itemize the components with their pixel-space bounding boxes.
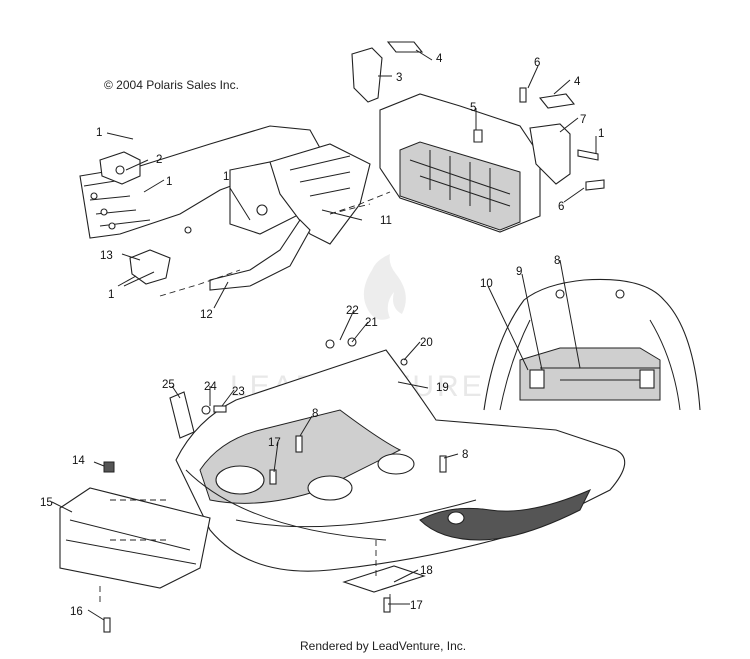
callout-2: 2 — [156, 154, 162, 166]
leader-lines — [51, 49, 597, 621]
callout-14: 14 — [72, 455, 85, 467]
hood-assembly — [59, 349, 626, 606]
callout-8: 8 — [462, 449, 468, 461]
callout-15: 15 — [40, 497, 53, 509]
callout-12: 12 — [200, 309, 213, 321]
callout-6: 6 — [558, 201, 564, 213]
callout-4: 4 — [574, 76, 581, 88]
callout-18: 18 — [420, 565, 433, 577]
callout-23: 23 — [232, 386, 245, 398]
callout-6: 6 — [534, 57, 540, 69]
callout-1: 1 — [166, 176, 172, 188]
copyright-text: © 2004 Polaris Sales Inc. — [104, 78, 239, 92]
callout-1: 1 — [96, 127, 102, 139]
callout-4: 4 — [436, 53, 443, 65]
callout-11: 11 — [380, 215, 392, 227]
callout-17: 17 — [410, 600, 423, 612]
rear-inset-view — [483, 278, 701, 411]
callout-3: 3 — [396, 72, 402, 84]
callout-labels: 1 2 1 1 11 13 1 12 3 4 6 4 5 7 1 6 10 9 … — [40, 53, 604, 618]
callout-9: 9 — [516, 266, 522, 278]
callout-24: 24 — [204, 381, 217, 393]
callout-1: 1 — [598, 128, 604, 140]
callout-25: 25 — [162, 379, 175, 391]
callout-8: 8 — [312, 408, 318, 420]
callout-19: 19 — [436, 382, 449, 394]
footer-credit: Rendered by LeadVenture, Inc. — [300, 639, 467, 653]
callout-5: 5 — [470, 102, 476, 114]
hardware — [103, 337, 447, 633]
lower-panel — [342, 540, 426, 614]
front-bracket-assembly — [79, 125, 371, 297]
callout-10: 10 — [480, 278, 493, 290]
callout-1: 1 — [223, 171, 229, 183]
callout-17: 17 — [268, 437, 281, 449]
callout-20: 20 — [420, 337, 433, 349]
callout-1: 1 — [108, 289, 114, 301]
callout-7: 7 — [580, 114, 586, 126]
callout-13: 13 — [100, 250, 113, 262]
callout-16: 16 — [70, 606, 83, 618]
callout-22: 22 — [346, 305, 359, 317]
callout-21: 21 — [365, 317, 378, 329]
rear-frame-assembly — [329, 41, 605, 233]
callout-8: 8 — [554, 255, 560, 267]
